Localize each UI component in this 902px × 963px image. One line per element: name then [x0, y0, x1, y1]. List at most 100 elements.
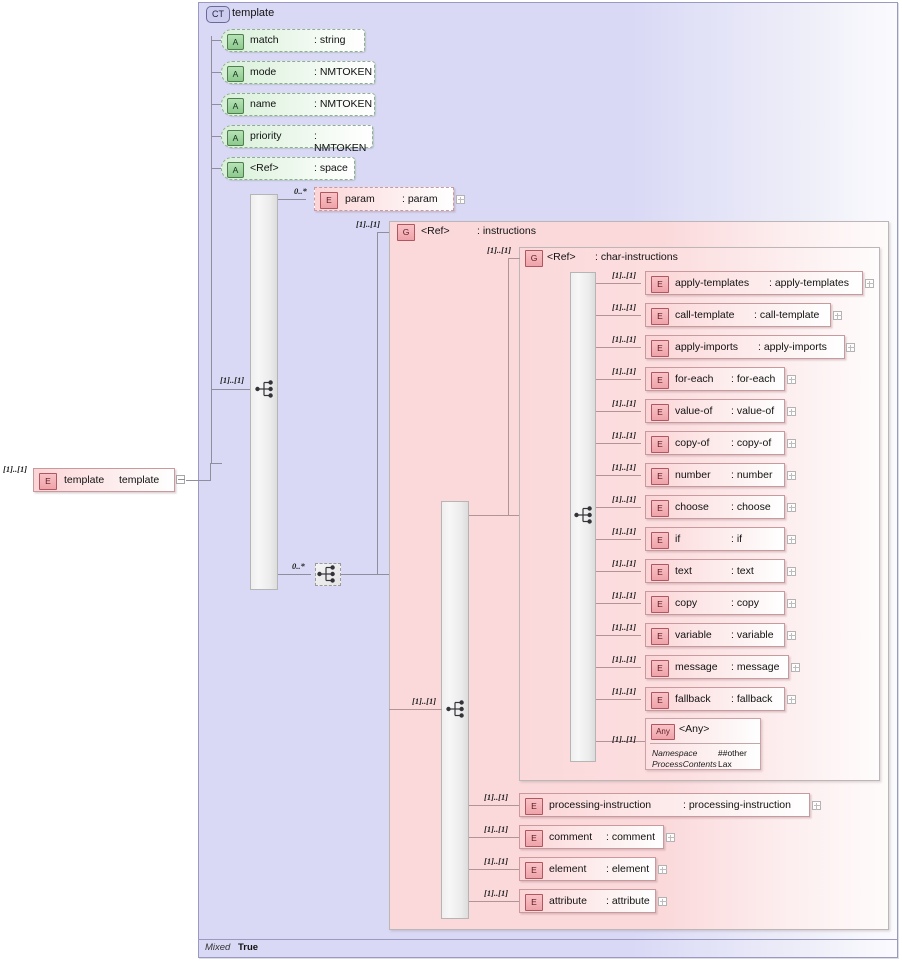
element-badge: E — [651, 564, 669, 581]
element-badge: E — [651, 404, 669, 421]
expand-toggle[interactable] — [787, 503, 796, 512]
attribute-row-space-ref[interactable]: A <Ref> : space — [221, 157, 355, 180]
element-type: : apply-imports — [758, 341, 827, 353]
element-row-message[interactable]: E message : message — [645, 655, 789, 679]
expand-toggle[interactable] — [787, 439, 796, 448]
element-badge: E — [651, 372, 669, 389]
connector-instructions-seq-in — [389, 709, 442, 710]
element-row-apply-templates[interactable]: E apply-templates : apply-templates — [645, 271, 863, 295]
element-name: variable — [675, 629, 712, 641]
element-type: : number — [731, 469, 773, 481]
element-row-param[interactable]: E param : param — [314, 187, 454, 211]
item-cardinality: [1]..[1] — [612, 462, 637, 472]
root-sequence-cardinality: [1]..[1] — [220, 375, 245, 385]
sequence-icon — [255, 380, 273, 398]
element-row-attribute[interactable]: E attribute : attribute — [519, 889, 656, 913]
expand-toggle[interactable] — [812, 801, 821, 810]
element-row-processing-instruction[interactable]: E processing-instruction : processing-in… — [519, 793, 810, 817]
item-cardinality: [1]..[1] — [612, 302, 637, 312]
root-collapse-toggle[interactable] — [176, 475, 185, 484]
expand-toggle[interactable] — [787, 599, 796, 608]
element-badge: E — [651, 532, 669, 549]
expand-toggle[interactable] — [787, 567, 796, 576]
element-row-fallback[interactable]: E fallback : fallback — [645, 687, 785, 711]
any-cardinality: [1]..[1] — [612, 734, 637, 744]
attribute-badge: A — [227, 66, 244, 82]
element-badge: E — [651, 308, 669, 325]
connector-item — [596, 507, 641, 508]
attribute-row-mode[interactable]: A mode : NMTOKEN — [221, 61, 375, 84]
complex-type-title: template — [232, 7, 275, 19]
element-row-if[interactable]: E if : if — [645, 527, 785, 551]
any-key-processcontents: ProcessContents — [652, 759, 717, 769]
connector-item — [596, 603, 641, 604]
element-row-for-each[interactable]: E for-each : for-each — [645, 367, 785, 391]
connector-tail — [469, 901, 519, 902]
element-type: : apply-templates — [769, 277, 849, 289]
item-cardinality: [1]..[1] — [612, 622, 637, 632]
expand-toggle[interactable] — [787, 471, 796, 480]
any-element-box[interactable]: Any <Any> Namespace ##other ProcessConte… — [645, 718, 761, 770]
expand-toggle[interactable] — [787, 631, 796, 640]
expand-toggle[interactable] — [791, 663, 800, 672]
element-row-comment[interactable]: E comment : comment — [519, 825, 664, 849]
expand-toggle[interactable] — [787, 535, 796, 544]
item-cardinality: [1]..[1] — [612, 430, 637, 440]
char-instructions-sequence-bar[interactable] — [570, 272, 596, 762]
expand-toggle[interactable] — [865, 279, 874, 288]
group-ref-label: <Ref> — [547, 251, 576, 263]
element-row-value-of[interactable]: E value-of : value-of — [645, 399, 785, 423]
element-name: copy — [675, 597, 698, 609]
expand-toggle[interactable] — [658, 897, 667, 906]
expand-toggle[interactable] — [846, 343, 855, 352]
expand-toggle[interactable] — [666, 833, 675, 842]
tail-cardinality: [1]..[1] — [484, 888, 509, 898]
connector-item — [596, 411, 641, 412]
attribute-type: : NMTOKEN — [314, 98, 373, 110]
attribute-row-priority[interactable]: A priority : NMTOKEN — [221, 125, 373, 154]
element-name: text — [675, 565, 692, 577]
param-expand-toggle[interactable] — [456, 195, 465, 204]
any-value-namespace: ##other — [718, 748, 747, 758]
connector-item — [596, 667, 641, 668]
element-badge: E — [651, 596, 669, 613]
element-badge: E — [651, 692, 669, 709]
element-row-copy-of[interactable]: E copy-of : copy-of — [645, 431, 785, 455]
element-row-text[interactable]: E text : text — [645, 559, 785, 583]
element-name: for-each — [675, 373, 714, 385]
element-row-choose[interactable]: E choose : choose — [645, 495, 785, 519]
item-cardinality: [1]..[1] — [612, 334, 637, 344]
expand-toggle[interactable] — [658, 865, 667, 874]
element-row-call-template[interactable]: E call-template : call-template — [645, 303, 831, 327]
root-element-box[interactable]: E template template — [33, 468, 175, 492]
item-cardinality: [1]..[1] — [612, 654, 637, 664]
inner-choice-cardinality: 0..* — [292, 561, 305, 571]
expand-toggle[interactable] — [787, 375, 796, 384]
group-type-label: : instructions — [477, 225, 536, 237]
element-badge: E — [651, 436, 669, 453]
any-key-namespace: Namespace — [652, 748, 698, 758]
root-element-type: template — [119, 474, 160, 486]
expand-toggle[interactable] — [787, 407, 796, 416]
connector-attr-4 — [211, 168, 221, 169]
attribute-row-name[interactable]: A name : NMTOKEN — [221, 93, 375, 116]
element-badge: E — [651, 340, 669, 357]
element-type: : text — [731, 565, 754, 577]
attribute-row-match[interactable]: A match : string — [221, 29, 365, 52]
element-name: choose — [675, 501, 709, 513]
element-row-variable[interactable]: E variable : variable — [645, 623, 785, 647]
element-badge: E — [651, 660, 669, 677]
element-row-element[interactable]: E element : element — [519, 857, 656, 881]
element-name: message — [675, 661, 718, 673]
connector-item — [596, 379, 641, 380]
element-row-apply-imports[interactable]: E apply-imports : apply-imports — [645, 335, 845, 359]
element-badge: E — [320, 192, 338, 209]
attribute-name: <Ref> — [250, 162, 279, 174]
element-type: : param — [402, 193, 438, 205]
expand-toggle[interactable] — [833, 311, 842, 320]
element-row-number[interactable]: E number : number — [645, 463, 785, 487]
expand-toggle[interactable] — [787, 695, 796, 704]
attribute-type: : NMTOKEN — [314, 66, 373, 78]
element-row-copy[interactable]: E copy : copy — [645, 591, 785, 615]
connector-item — [596, 283, 641, 284]
